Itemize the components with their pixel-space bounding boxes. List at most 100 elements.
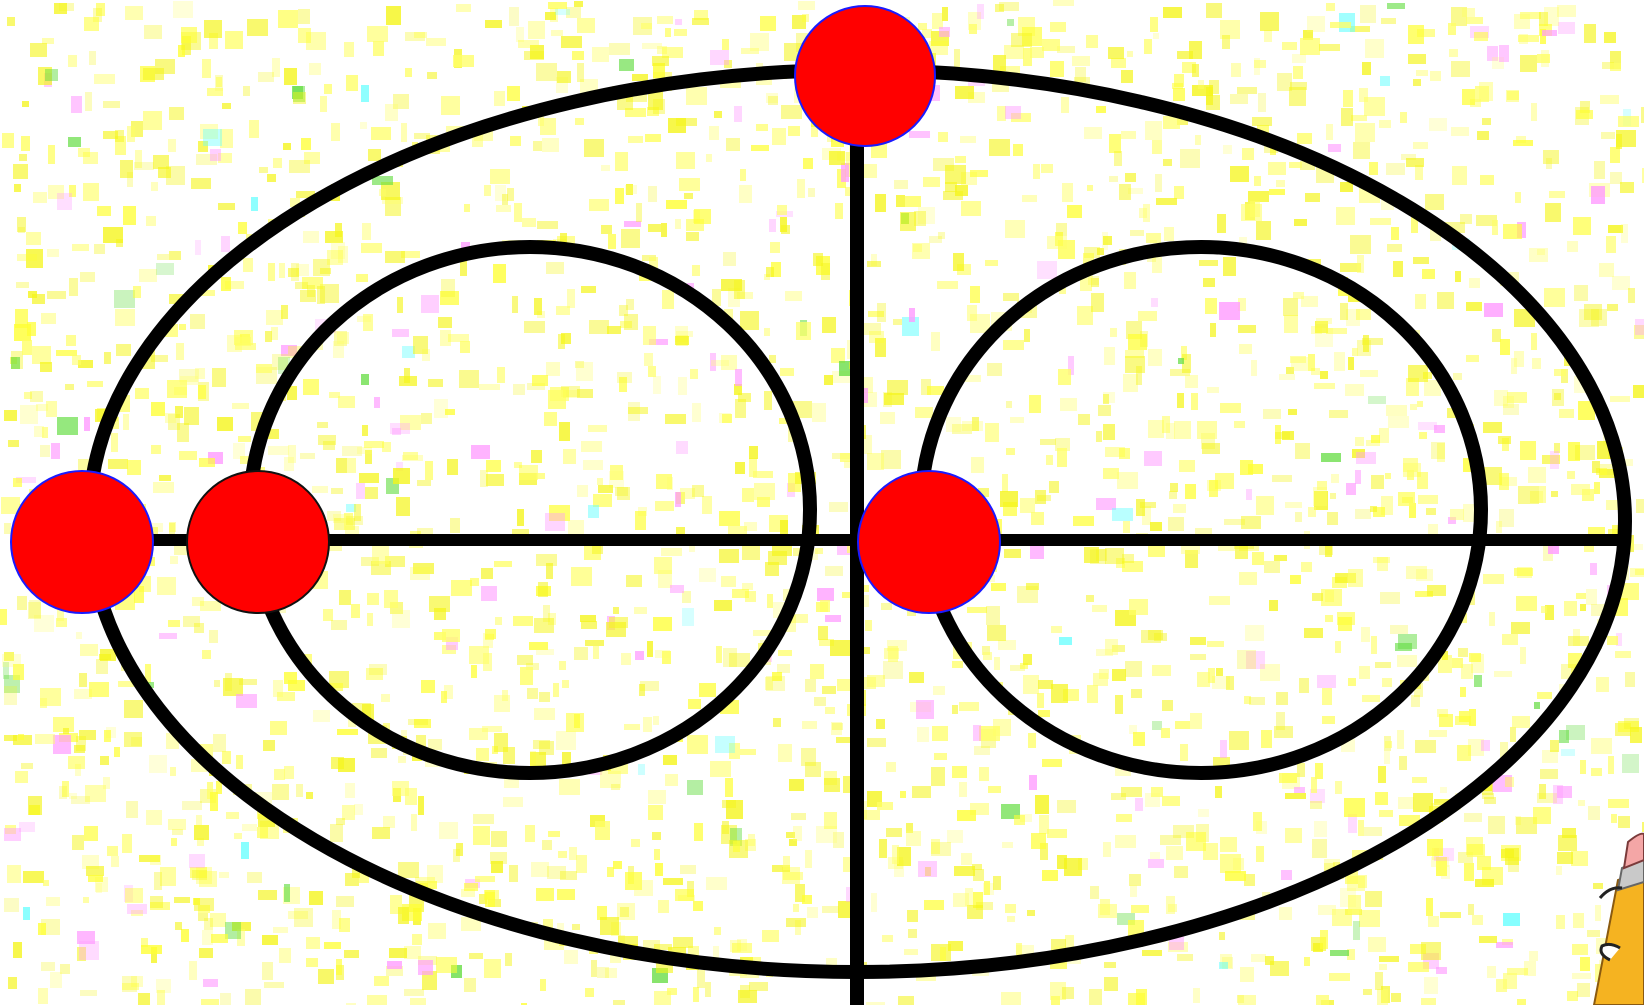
speckle xyxy=(751,145,769,151)
speckle xyxy=(1310,801,1322,809)
speckle xyxy=(615,188,624,204)
speckle xyxy=(1587,930,1600,937)
speckle xyxy=(1558,835,1577,851)
speckle xyxy=(1494,671,1512,677)
speckle xyxy=(1292,54,1306,63)
speckle xyxy=(545,513,565,531)
speckle xyxy=(1002,474,1008,492)
speckle xyxy=(927,386,944,395)
speckle xyxy=(1518,486,1539,504)
speckle xyxy=(1488,816,1505,834)
speckle xyxy=(1308,354,1315,371)
speckle xyxy=(952,661,963,668)
speckle xyxy=(1430,71,1441,81)
speckle xyxy=(567,289,575,308)
speckle xyxy=(217,417,233,431)
node-center[interactable] xyxy=(858,471,1000,613)
speckle xyxy=(483,653,492,671)
speckle xyxy=(428,379,443,387)
speckle xyxy=(879,839,887,858)
speckle xyxy=(673,937,693,948)
speckle xyxy=(1057,800,1076,813)
speckle xyxy=(802,721,817,729)
speckle xyxy=(1460,214,1472,224)
speckle xyxy=(1500,339,1510,355)
speckle xyxy=(693,987,699,1002)
speckle xyxy=(676,441,688,454)
speckle xyxy=(783,856,790,870)
speckle xyxy=(1198,80,1204,89)
speckle xyxy=(124,700,143,718)
node-left-outer[interactable] xyxy=(11,471,153,613)
speckle xyxy=(1441,865,1450,879)
speckle xyxy=(421,295,439,313)
speckle xyxy=(1413,142,1428,149)
speckle xyxy=(1163,159,1172,166)
speckle xyxy=(1206,3,1222,18)
speckle xyxy=(559,422,570,441)
node-top[interactable] xyxy=(795,6,935,146)
speckle xyxy=(283,143,291,150)
speckle xyxy=(1606,236,1616,253)
speckle xyxy=(1541,606,1547,613)
speckle xyxy=(490,852,507,864)
speckle xyxy=(1109,176,1118,182)
speckle xyxy=(1477,856,1491,870)
speckle xyxy=(692,18,709,25)
speckle xyxy=(1003,293,1019,301)
speckle xyxy=(520,667,533,685)
speckle xyxy=(909,131,930,138)
speckle xyxy=(1125,173,1136,182)
speckle xyxy=(1529,951,1538,961)
speckle xyxy=(1140,331,1148,347)
speckle xyxy=(83,183,99,201)
speckle xyxy=(1474,32,1488,41)
speckle xyxy=(1630,568,1644,577)
speckle xyxy=(46,897,60,906)
speckle xyxy=(655,650,670,658)
speckle xyxy=(788,126,800,136)
speckle xyxy=(1274,726,1293,738)
speckle xyxy=(1511,622,1530,634)
speckle xyxy=(1225,871,1246,881)
speckle xyxy=(577,485,588,497)
speckle xyxy=(961,201,981,216)
speckle xyxy=(1496,979,1507,992)
speckle xyxy=(1481,740,1490,751)
speckle xyxy=(1593,883,1603,889)
speckle xyxy=(1322,688,1332,705)
speckle xyxy=(503,747,515,764)
speckle xyxy=(1379,964,1387,970)
speckle xyxy=(1537,692,1552,699)
speckle xyxy=(441,279,455,297)
speckle xyxy=(974,746,990,755)
speckle xyxy=(931,332,940,351)
speckle xyxy=(538,582,548,597)
speckle xyxy=(40,688,61,706)
speckle xyxy=(932,726,948,741)
speckle xyxy=(1610,63,1621,71)
speckle xyxy=(277,692,295,701)
speckle xyxy=(1399,756,1407,770)
speckle xyxy=(288,268,299,277)
speckle xyxy=(294,908,313,927)
speckle xyxy=(303,379,319,395)
speckle xyxy=(1558,22,1575,34)
speckle xyxy=(1123,521,1130,533)
speckle xyxy=(1621,224,1628,243)
speckle xyxy=(153,155,169,169)
speckle xyxy=(905,196,921,207)
speckle xyxy=(115,309,135,326)
speckle xyxy=(1559,409,1574,418)
speckle xyxy=(1163,7,1182,18)
speckle xyxy=(867,738,886,747)
speckle xyxy=(266,310,283,325)
speckle xyxy=(1580,760,1586,774)
speckle xyxy=(1249,697,1265,705)
speckle xyxy=(153,482,174,493)
speckle xyxy=(184,407,199,425)
speckle xyxy=(293,92,306,104)
speckle xyxy=(615,487,628,496)
node-left-inner[interactable] xyxy=(187,471,329,613)
speckle xyxy=(1561,749,1575,756)
